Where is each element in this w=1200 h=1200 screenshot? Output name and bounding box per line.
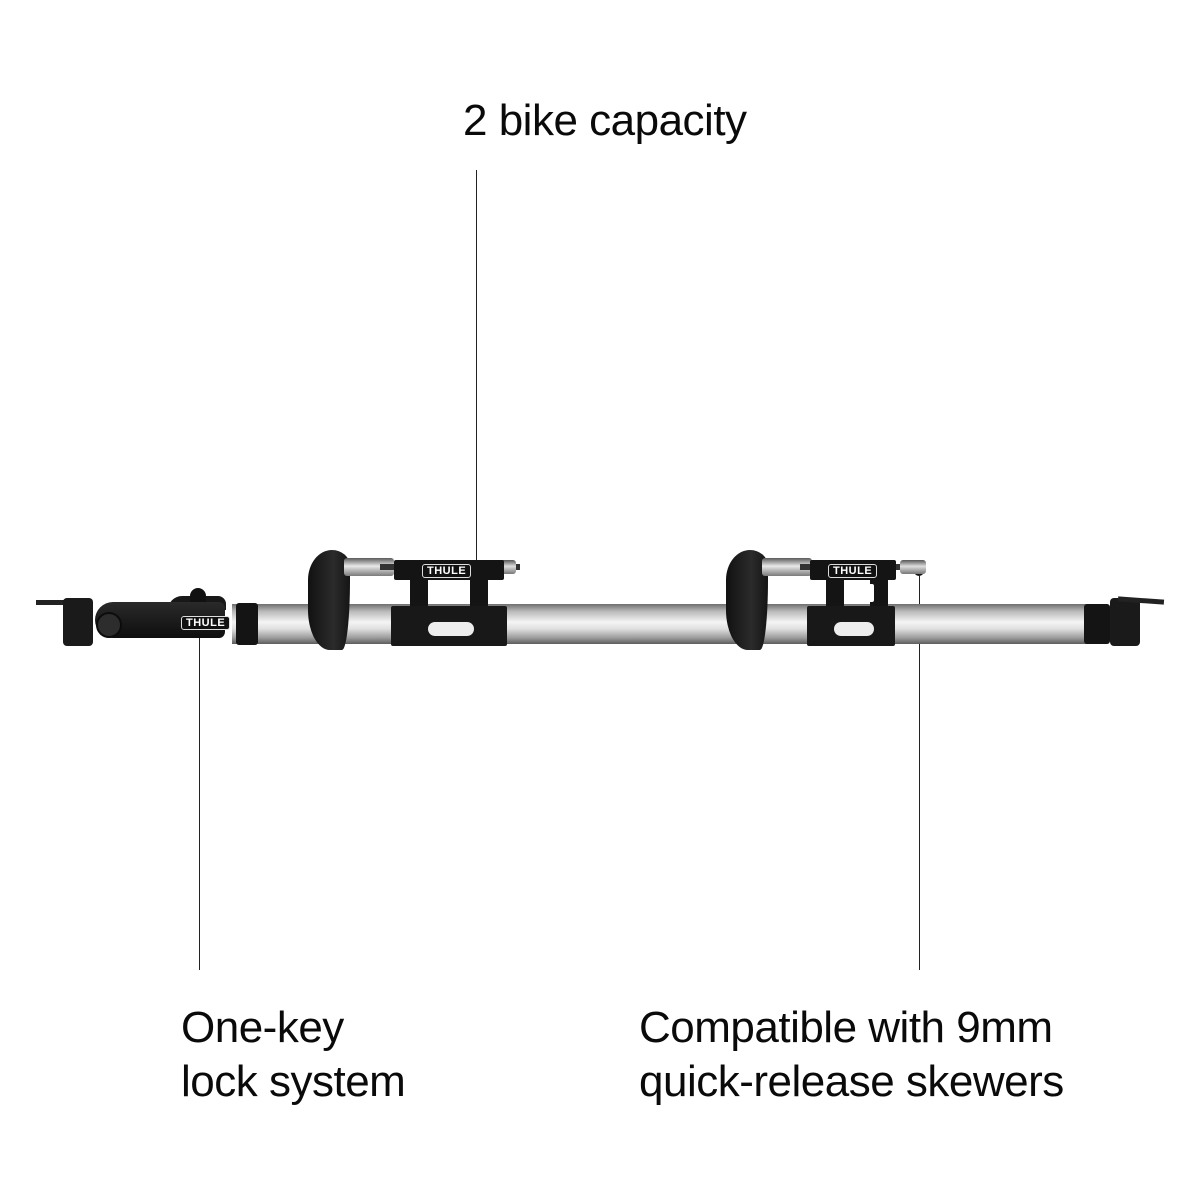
- rack-end-cap-left: [236, 603, 258, 645]
- quick-release-lever-1: [308, 550, 350, 650]
- left-mount-plate: [63, 598, 93, 646]
- fork-mount-brand-badge-2: THULE: [828, 564, 878, 578]
- fork-mount-neck: [826, 580, 844, 606]
- skewer-cap-left-2: [762, 558, 812, 576]
- callout-capacity-text: 2 bike capacity: [463, 96, 747, 145]
- callout-capacity-leader: [476, 170, 477, 560]
- right-mount-plate: [1110, 598, 1140, 646]
- callout-lock-label: One-key lock system: [181, 1001, 406, 1109]
- skewer-cap-left-1: [344, 558, 394, 576]
- fork-mount-slot: [428, 622, 474, 636]
- skewer-cap-right-2: [900, 560, 926, 574]
- fork-mount-neck: [470, 580, 488, 606]
- callout-lock-line2: lock system: [181, 1057, 406, 1106]
- fork-mount-neck: [410, 580, 428, 606]
- callout-capacity-label: 2 bike capacity: [463, 94, 747, 148]
- fork-mount-neck: [870, 580, 888, 606]
- quick-release-lever-2: [726, 550, 768, 650]
- pivot-joint: [96, 612, 122, 638]
- callout-lock-leader: [199, 630, 200, 970]
- rack-end-cap-right: [1084, 604, 1110, 644]
- callout-skewer-line2: quick-release skewers: [639, 1057, 1064, 1106]
- fork-mount-window: [846, 584, 874, 602]
- fork-mount-brand-badge-1: THULE: [422, 564, 472, 578]
- callout-skewer-label: Compatible with 9mm quick-release skewer…: [639, 1001, 1064, 1109]
- fork-mount-window: [430, 584, 468, 602]
- callout-skewer-line1: Compatible with 9mm: [639, 1003, 1053, 1052]
- callout-skewer-leader: [919, 572, 920, 970]
- fork-mount-slot: [834, 622, 874, 636]
- lock-brand-badge: THULE: [181, 616, 231, 630]
- rack-crossbar: [232, 604, 1088, 644]
- left-mount-lip: [36, 600, 80, 605]
- lock-key-cylinder-icon: [190, 588, 206, 606]
- callout-lock-line1: One-key: [181, 1003, 344, 1052]
